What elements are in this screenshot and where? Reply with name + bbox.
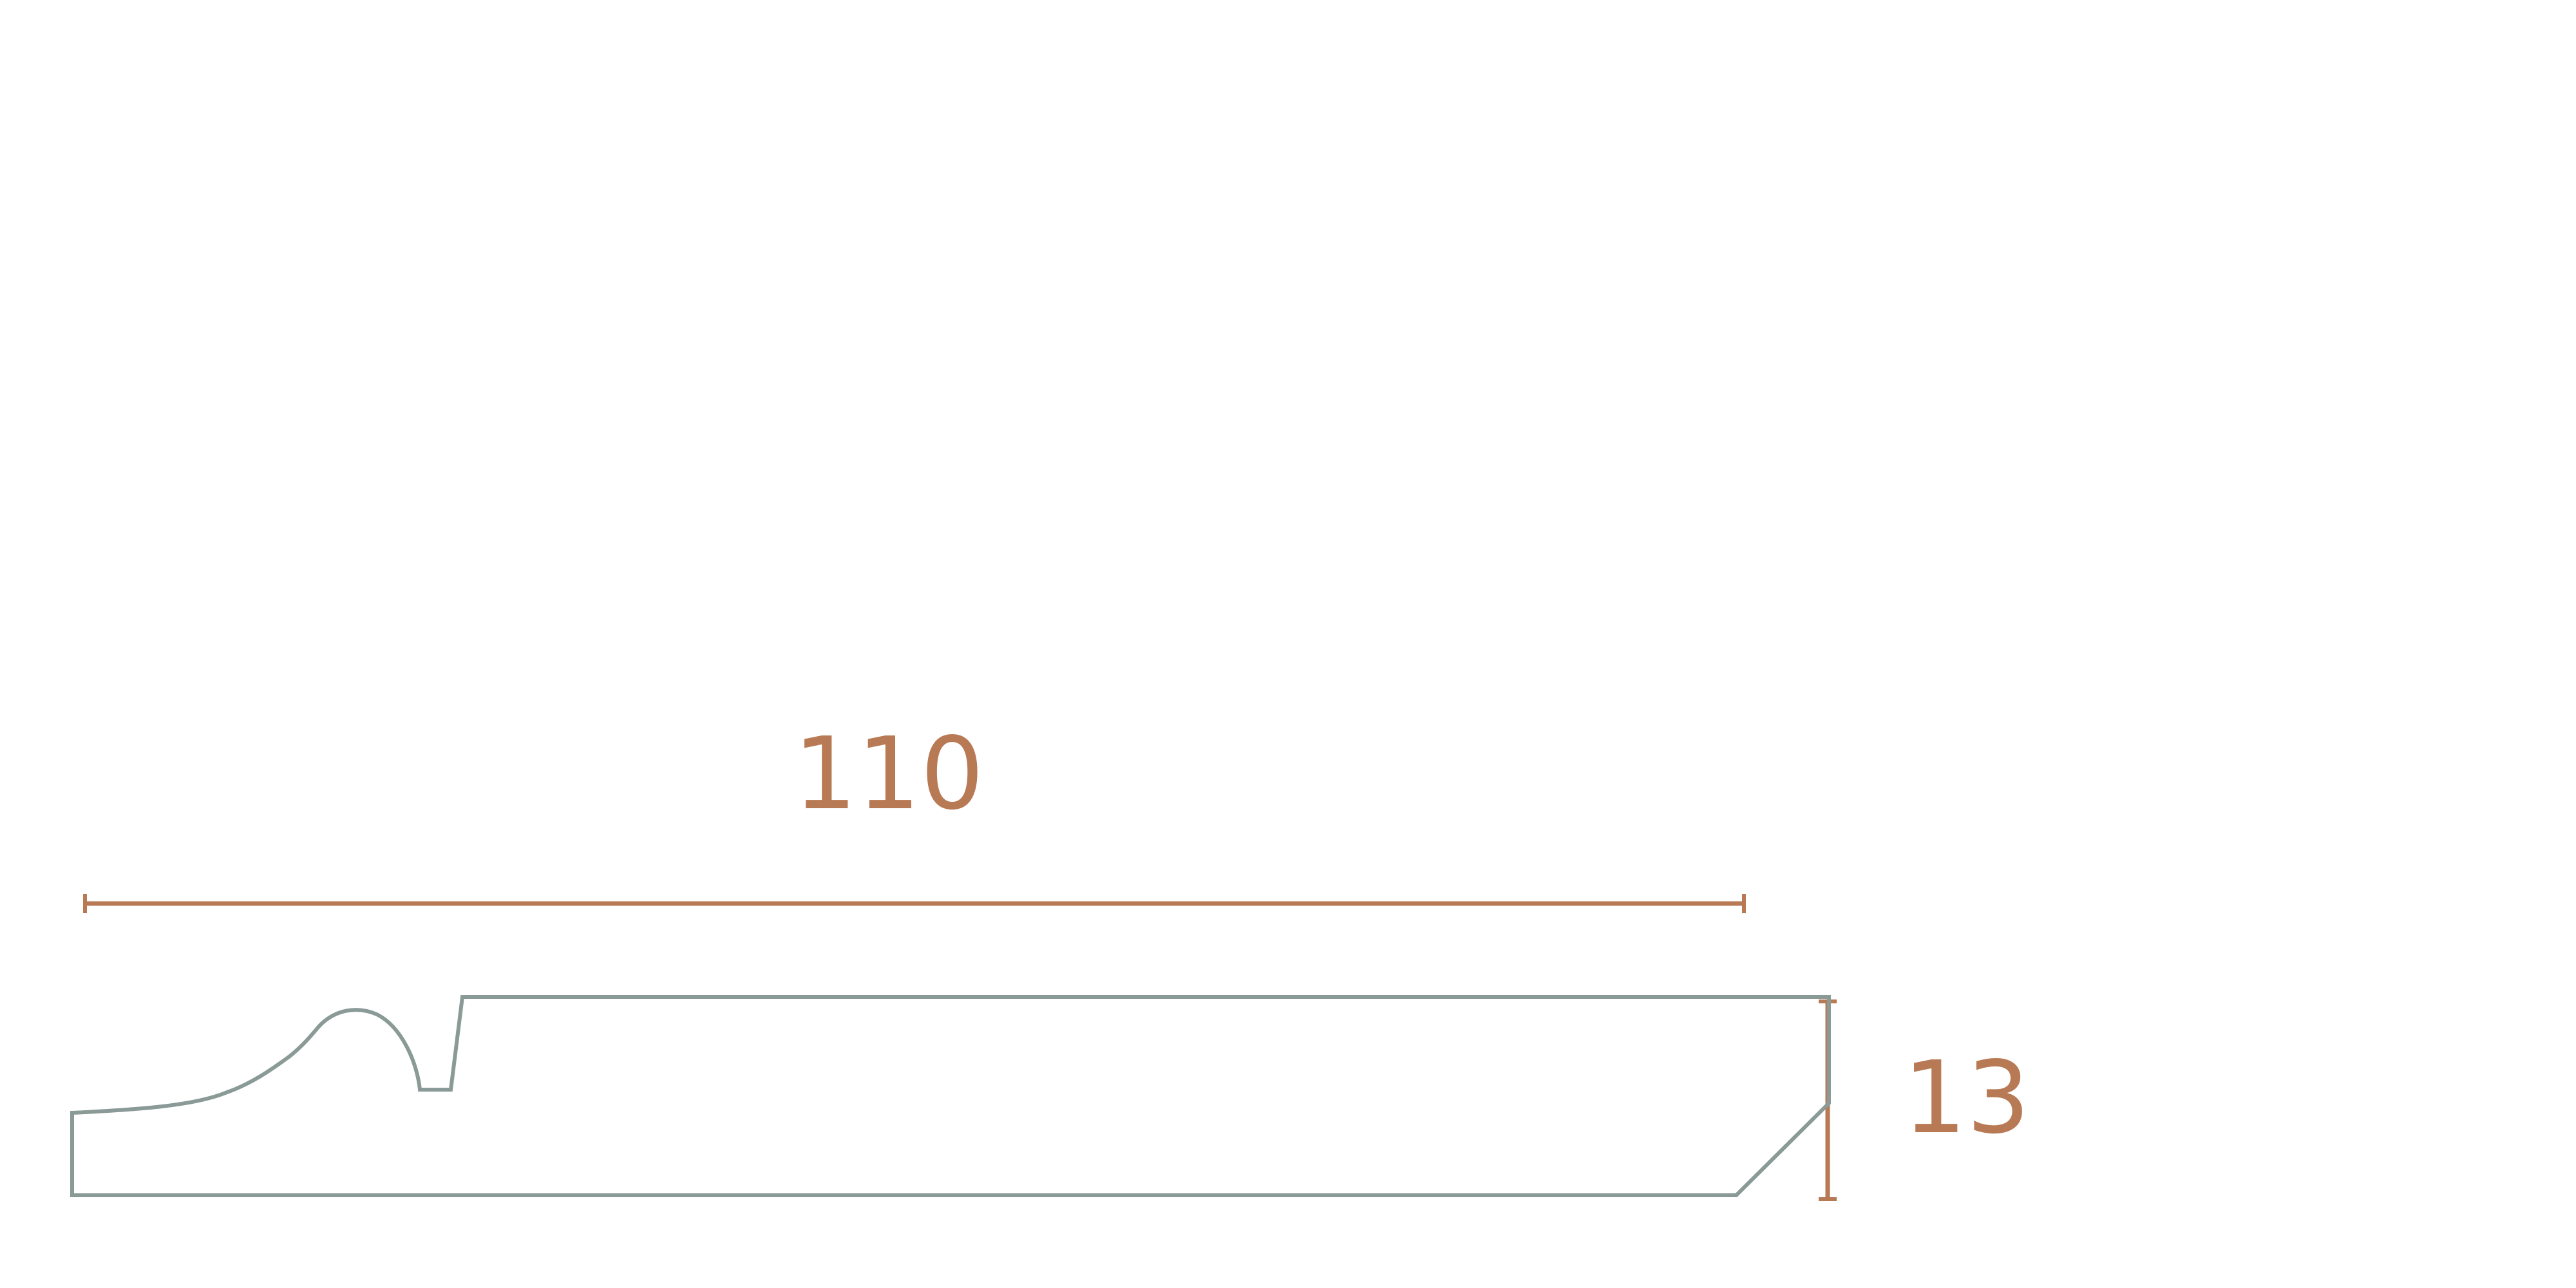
width-dimension: 110	[83, 715, 1746, 913]
height-dimension-label: 13	[1903, 1039, 2030, 1156]
width-dimension-label: 110	[793, 715, 984, 832]
molding-profile-outline	[70, 995, 1831, 1197]
height-dimension: 13	[1819, 999, 2030, 1201]
